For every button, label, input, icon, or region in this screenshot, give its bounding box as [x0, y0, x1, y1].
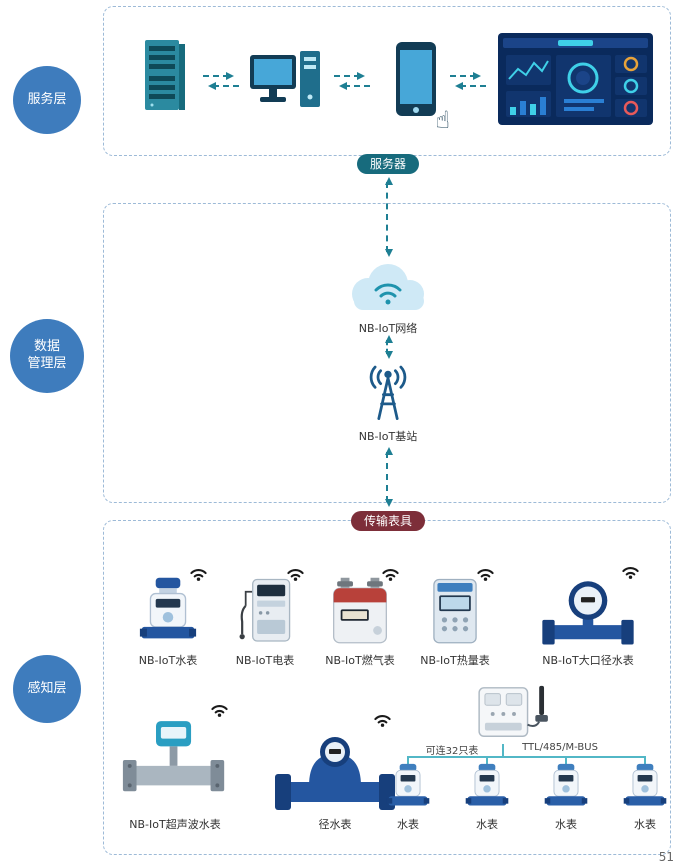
electric-meter-icon [239, 578, 291, 642]
server-badge-label: 服务器 [369, 157, 407, 171]
large-bore-meter-icon [275, 737, 395, 810]
bus-interface-label: TTL/485/M-BUS [522, 742, 598, 753]
nbiot-electric-meter: NB-IoT电表 [215, 569, 315, 668]
meter-label: NB-IoT大口径水表 [542, 654, 634, 667]
heat-meter-icon [433, 578, 477, 644]
desktop-computer-icon [248, 45, 328, 124]
small-water-meter-icon [544, 763, 588, 806]
concentrator-drop-line [502, 744, 504, 756]
layer-badge-service: 服务层 [13, 66, 81, 134]
gas-meter-icon [333, 577, 387, 644]
wifi-icon [286, 566, 305, 586]
wifi-icon [210, 702, 229, 722]
small-water-meter-icon [465, 763, 509, 806]
meter-label: 水表 [555, 818, 577, 831]
layer-badge-data-management: 数据 管理层 [10, 319, 84, 393]
vertical-link-arrow [385, 335, 393, 359]
base-station-icon [350, 356, 426, 430]
meter-label: 水表 [634, 818, 656, 831]
nbiot-heat-meter: NB-IoT热量表 [405, 569, 505, 668]
small-water-meter-icon [386, 763, 430, 806]
transmission-badge: 传输表具 [350, 511, 426, 531]
large-water-meter-icon [542, 581, 634, 645]
bidirectional-arrow [203, 72, 239, 90]
cloud-network-icon [338, 258, 438, 324]
layer-label-perception: 感知层 [27, 680, 67, 696]
wifi-icon [189, 566, 208, 586]
nbiot-ultrasonic-water-meter: NB-IoT超声波水表 [115, 700, 235, 832]
concentrator-icon [470, 682, 558, 748]
bidirectional-arrow [334, 72, 370, 90]
sub-water-meter: 水表 [384, 762, 432, 832]
meter-label: NB-IoT热量表 [420, 654, 490, 667]
sub-water-meter: 水表 [542, 762, 590, 832]
ultrasonic-meter-icon [122, 721, 225, 792]
server-badge: 服务器 [356, 154, 420, 174]
bus-line [407, 756, 646, 758]
nbiot-base-station-label: NB-IoT基站 [358, 430, 418, 443]
nbiot-water-meter: NB-IoT水表 [118, 569, 218, 668]
server-rack-icon [135, 36, 193, 120]
drop-line [644, 756, 646, 765]
meter-label: NB-IoT电表 [235, 654, 295, 667]
meter-label: 径水表 [318, 818, 352, 831]
vertical-link-arrow [385, 177, 393, 257]
wifi-icon [621, 564, 640, 584]
wifi-icon [373, 712, 392, 732]
bidirectional-arrow [450, 72, 486, 90]
drop-line [486, 756, 488, 765]
meter-label: 水表 [397, 818, 419, 831]
page-number: 51 [658, 850, 674, 864]
small-water-meter-icon [623, 763, 667, 806]
large-bore-water-meter: 径水表 [270, 712, 400, 832]
vertical-link-arrow [385, 447, 393, 507]
drop-line [565, 756, 567, 765]
smartphone-touch-icon: ☝ [388, 40, 450, 132]
meter-label: NB-IoT燃气表 [325, 654, 395, 667]
monitoring-dashboard-icon [498, 33, 653, 129]
bus-capacity-label: 可连32只表 [425, 746, 479, 757]
layer-label-data-2: 管理层 [27, 356, 67, 371]
layer-label-service: 服务层 [27, 91, 67, 107]
transmission-badge-label: 传输表具 [363, 514, 413, 528]
sub-water-meter: 水表 [621, 762, 669, 832]
layer-badge-perception: 感知层 [13, 655, 81, 723]
sub-water-meter: 水表 [463, 762, 511, 832]
water-meter-icon [139, 577, 197, 639]
wifi-icon [381, 566, 400, 586]
meter-label: NB-IoT水表 [138, 654, 198, 667]
touch-hand-icon: ☝ [435, 106, 450, 134]
nbiot-gas-meter: NB-IoT燃气表 [310, 569, 410, 668]
layer-label-data-1: 数据 [33, 339, 60, 355]
wifi-icon [476, 566, 495, 586]
nbiot-network-label: NB-IoT网络 [358, 322, 418, 335]
drop-line [407, 756, 409, 765]
meter-label: 水表 [476, 818, 498, 831]
nbiot-large-water-meter: NB-IoT大口径水表 [532, 567, 644, 668]
meter-label: NB-IoT超声波水表 [129, 818, 221, 831]
